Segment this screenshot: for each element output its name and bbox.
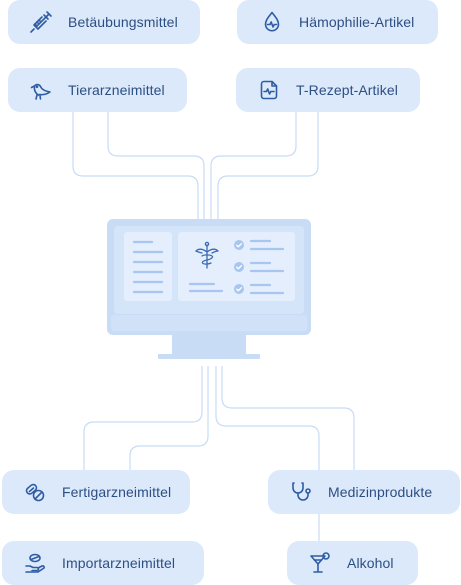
category-t-rezept-artikel[interactable]: T-Rezept-Artikel bbox=[236, 68, 420, 112]
monitor-chin bbox=[111, 315, 307, 331]
screen-left-panel bbox=[124, 232, 172, 301]
cocktail-glass-icon bbox=[307, 550, 333, 576]
category-label: Hämophilie-Artikel bbox=[299, 14, 415, 30]
prescription-pulse-icon bbox=[256, 77, 282, 103]
connector-fertigarzneimittel bbox=[83, 366, 203, 470]
check-list bbox=[234, 240, 244, 294]
hand-pill-icon bbox=[22, 550, 48, 576]
category-medizinprodukte[interactable]: Medizinprodukte bbox=[268, 470, 460, 514]
connector-t-rezept bbox=[217, 110, 319, 222]
category-tierarzneimittel[interactable]: Tierarzneimittel bbox=[8, 68, 187, 112]
monitor-illustration bbox=[107, 219, 311, 359]
bird-icon bbox=[28, 77, 54, 103]
category-label: T-Rezept-Artikel bbox=[296, 82, 398, 98]
check-circle bbox=[234, 240, 244, 250]
connector-importarzneimittel bbox=[129, 366, 209, 470]
connector-alkohol bbox=[221, 366, 355, 470]
category-alkohol[interactable]: Alkohol bbox=[287, 541, 418, 585]
category-fertigarzneimittel[interactable]: Fertigarzneimittel bbox=[2, 470, 190, 514]
check-circle bbox=[234, 284, 244, 294]
monitor-base bbox=[158, 354, 260, 359]
monitor-stand bbox=[172, 335, 246, 354]
category-label: Alkohol bbox=[347, 555, 394, 571]
category-haemophilie-artikel[interactable]: Hämophilie-Artikel bbox=[237, 0, 438, 44]
left-panel-lines bbox=[132, 240, 164, 294]
connector-betaeubungsmittel bbox=[107, 110, 205, 222]
connector-haemophilie bbox=[210, 110, 297, 222]
connector-medizinprodukte bbox=[215, 366, 320, 470]
pills-icon bbox=[22, 479, 48, 505]
check-circle bbox=[234, 262, 244, 272]
syringe-icon bbox=[28, 9, 54, 35]
category-betaeubungsmittel[interactable]: Betäubungsmittel bbox=[8, 0, 200, 44]
connector-tierarzneimittel bbox=[72, 110, 199, 222]
category-label: Betäubungsmittel bbox=[68, 14, 178, 30]
category-label: Medizinprodukte bbox=[328, 484, 433, 500]
right-panel-lines bbox=[188, 239, 285, 295]
category-label: Tierarzneimittel bbox=[68, 82, 165, 98]
stethoscope-icon bbox=[288, 479, 314, 505]
blood-drop-pulse-icon bbox=[259, 9, 285, 35]
category-label: Fertigarzneimittel bbox=[62, 484, 172, 500]
caduceus-icon bbox=[195, 241, 219, 269]
category-label: Importarzneimittel bbox=[62, 555, 176, 571]
category-importarzneimittel[interactable]: Importarzneimittel bbox=[2, 541, 204, 585]
